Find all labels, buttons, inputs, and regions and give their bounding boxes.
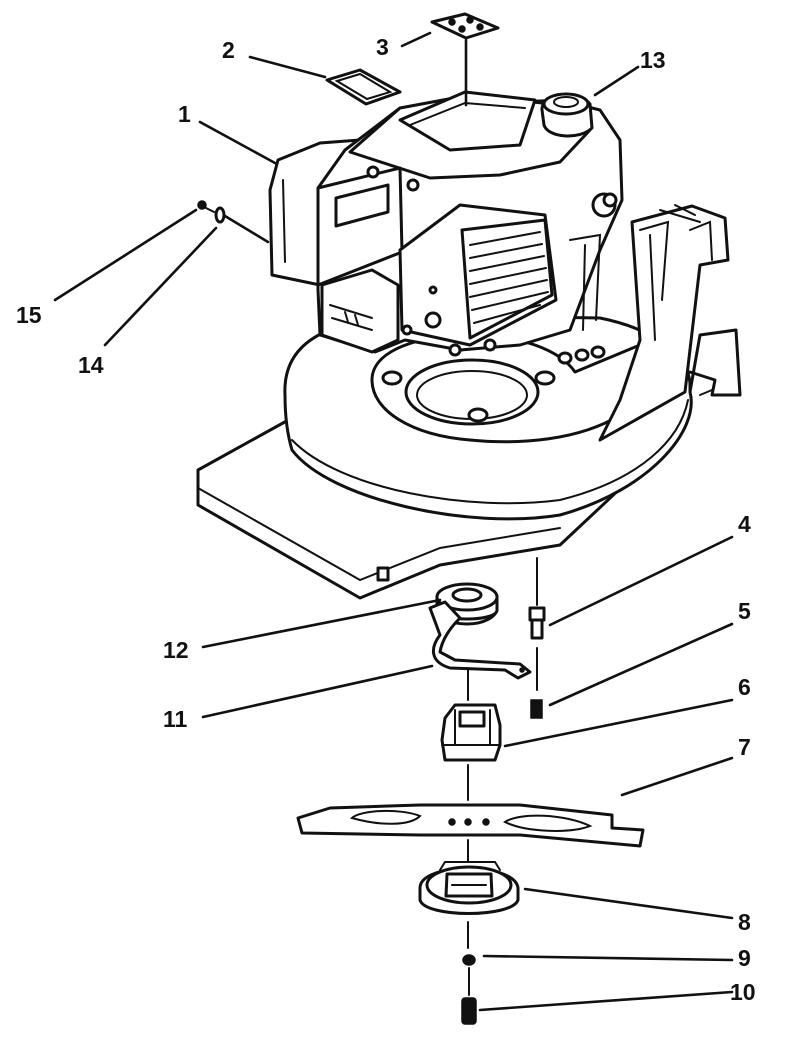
callout-6: 6 <box>738 674 751 700</box>
part-6-adapter <box>440 667 502 762</box>
callout-3: 3 <box>376 34 389 60</box>
part-14-washer <box>214 206 226 224</box>
part-5-bolt <box>530 647 543 719</box>
engine <box>268 90 624 357</box>
part-4-bolt <box>528 557 546 640</box>
callout-8: 8 <box>738 909 751 935</box>
part-2-gasket <box>325 68 402 106</box>
callout-13: 13 <box>640 47 666 73</box>
callout-labels: 1 2 3 4 5 6 7 8 9 10 11 12 13 14 15 <box>16 34 756 1005</box>
leader-lines <box>53 31 734 1012</box>
callout-2: 2 <box>222 37 235 63</box>
callout-1: 1 <box>178 101 191 127</box>
callout-5: 5 <box>738 598 751 624</box>
part-8-retainer <box>418 839 520 915</box>
part-9-washer <box>462 921 476 966</box>
callout-4: 4 <box>738 511 751 537</box>
part-11-bracket <box>428 600 532 680</box>
callout-15: 15 <box>16 302 42 328</box>
callout-14: 14 <box>78 352 104 378</box>
part-7-blade <box>296 764 645 848</box>
part-10-bolt <box>461 967 477 1025</box>
part-3-plate <box>430 12 500 40</box>
mower-deck <box>196 313 742 600</box>
part-15-screw <box>197 200 215 213</box>
callout-9: 9 <box>738 945 751 971</box>
callout-10: 10 <box>730 979 756 1005</box>
callout-11: 11 <box>163 706 188 732</box>
callout-7: 7 <box>738 734 751 760</box>
cooling-grille <box>469 231 549 324</box>
callout-12: 12 <box>163 637 189 663</box>
rear-handle-bracket <box>598 204 730 442</box>
